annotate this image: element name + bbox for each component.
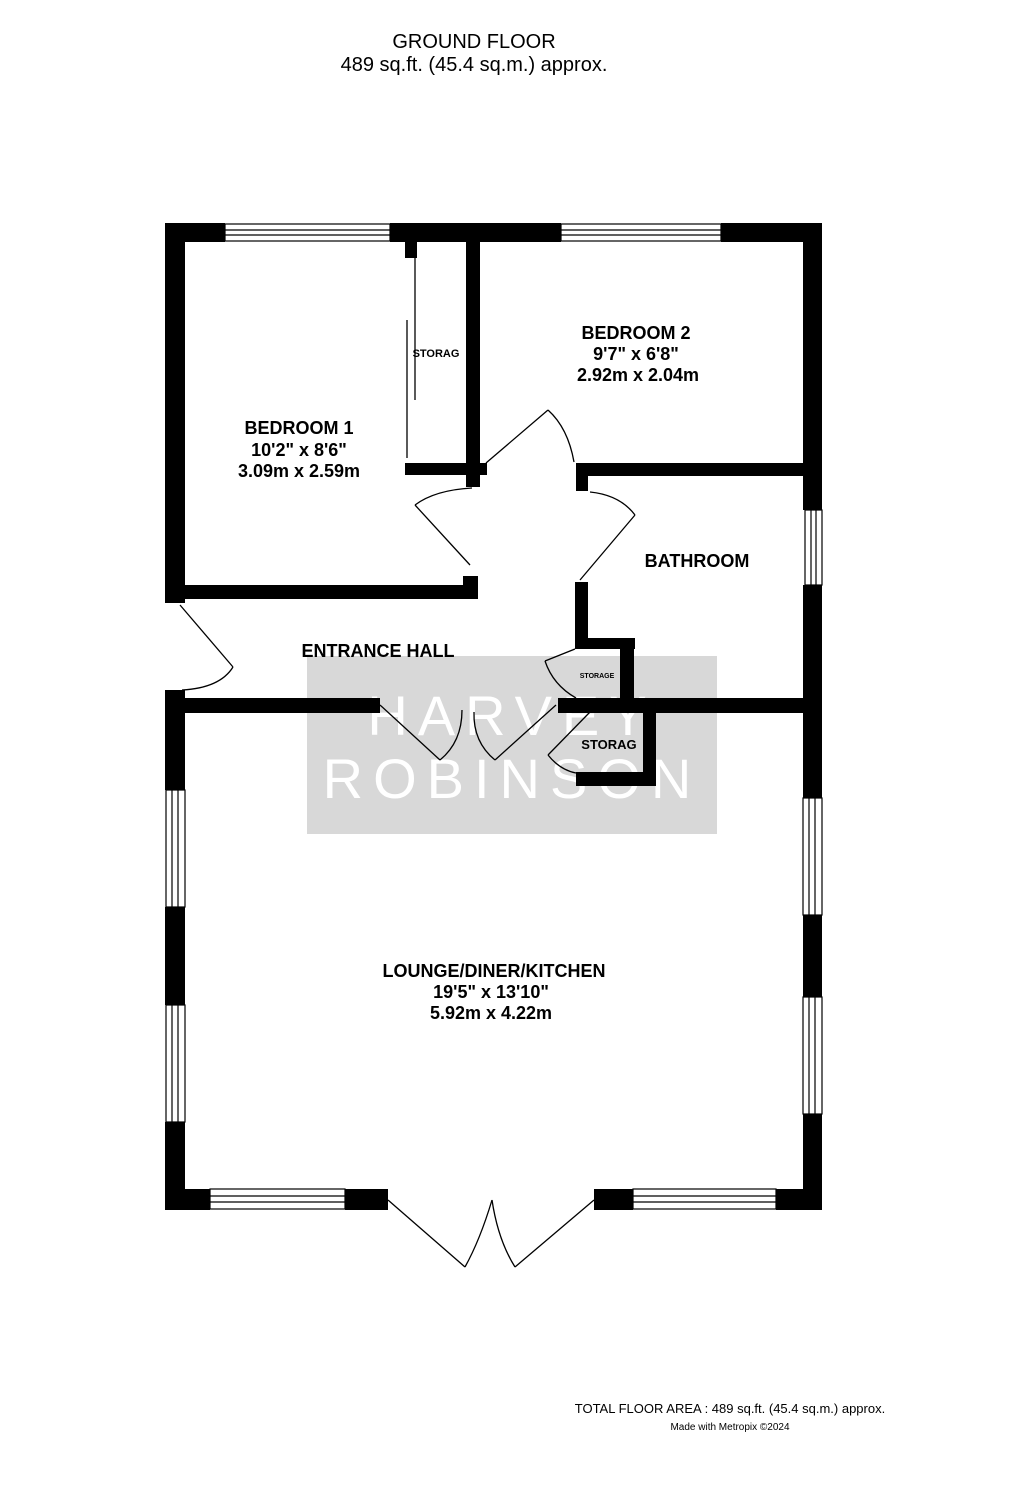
bedroom2-metric: 2.92m x 2.04m [577,365,699,385]
doors [179,258,636,1268]
room-bedroom2: BEDROOM 2 9'7" x 6'8" 2.92m x 2.04m [577,323,699,385]
patio-doors [387,1199,595,1268]
bedroom2-door [485,409,575,464]
lounge-name: LOUNGE/DINER/KITCHEN [382,961,605,981]
wardrobe-sliders [406,258,416,458]
storage-lounge-label: STORAG [581,737,636,752]
total-floor-area: TOTAL FLOOR AREA : 489 sq.ft. (45.4 sq.m… [574,1401,886,1416]
bedroom1-imperial: 10'2" x 8'6" [251,440,347,460]
storage-small-label: STORAGE [580,673,615,680]
bathroom-door [579,491,636,581]
bedroom2-name: BEDROOM 2 [581,323,690,343]
lounge-double-door [379,704,557,761]
watermark: HARVEY ROBINSON [307,656,717,834]
bathroom-name: BATHROOM [645,551,750,571]
hall-name: ENTRANCE HALL [302,641,455,661]
storage-lounge-door [547,711,591,774]
floor-title: GROUND FLOOR [392,31,556,53]
bedroom1-door [414,487,473,566]
room-lounge: LOUNGE/DINER/KITCHEN 19'5" x 13'10" 5.92… [382,961,605,1023]
window-lounge-left-1 [165,789,186,908]
window-bedroom2 [560,223,722,242]
storage-small-door [544,648,577,699]
room-bedroom1: BEDROOM 1 10'2" x 8'6" 3.09m x 2.59m [238,418,360,481]
windows [165,223,823,1210]
bedroom1-name: BEDROOM 1 [244,418,353,438]
bedroom2-imperial: 9'7" x 6'8" [593,344,679,364]
window-lounge-bottom-left [209,1188,346,1210]
made-with-credit: Made with Metropix ©2024 [670,1422,790,1433]
lounge-imperial: 19'5" x 13'10" [433,982,549,1002]
bedroom1-metric: 3.09m x 2.59m [238,461,360,481]
floor-area: 489 sq.ft. (45.4 sq.m.) approx. [340,54,608,76]
window-lounge-bottom-right [632,1188,777,1210]
lounge-metric: 5.92m x 4.22m [430,1003,552,1023]
storage-bedroom1-label: STORAG [413,348,460,360]
front-door [179,604,234,691]
window-lounge-left-2 [165,1004,186,1123]
window-lounge-right-1 [802,797,823,916]
window-bedroom1 [224,223,391,242]
window-bathroom [804,509,823,586]
walls [165,223,822,1210]
window-lounge-right-2 [802,996,823,1115]
